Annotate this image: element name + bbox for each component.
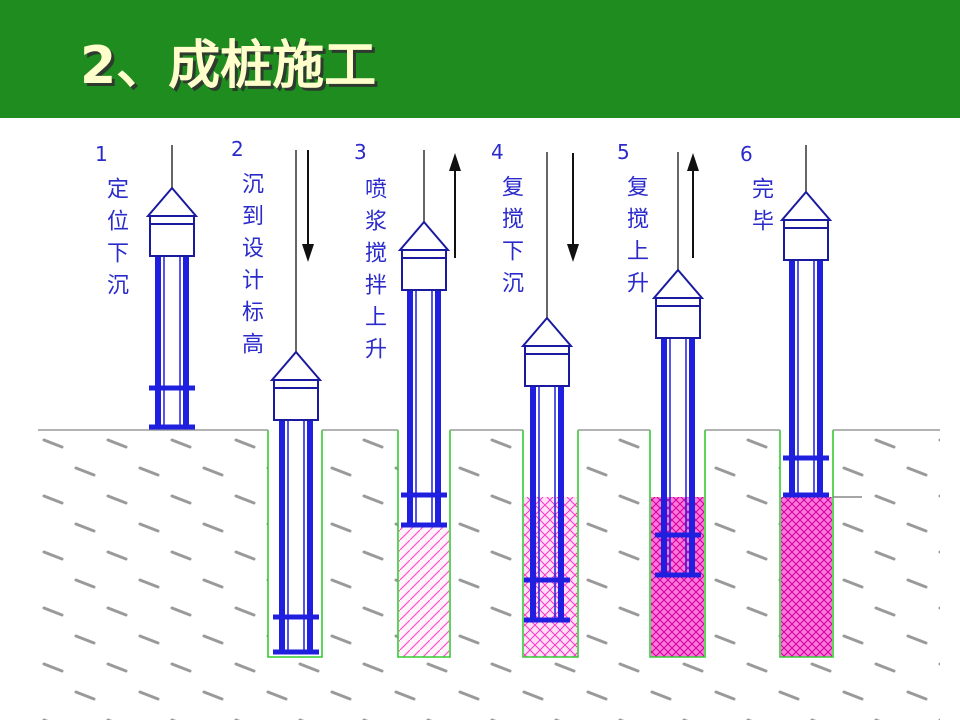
step-4-hole-outline xyxy=(522,430,579,658)
step-6-hole-outline xyxy=(779,430,834,658)
step-5-hole-outline xyxy=(649,430,706,658)
step-2-head-box xyxy=(273,379,319,421)
step-4-number: 4 xyxy=(491,140,504,164)
step-2-label: 沉到设计标高 xyxy=(238,172,263,364)
step-5-head-box xyxy=(655,297,701,339)
step-1-number: 1 xyxy=(95,142,108,166)
slide-title: 2、成桩施工 xyxy=(80,36,377,96)
step-5-up-arrow-icon xyxy=(687,153,699,258)
step-3-up-arrow-icon-head xyxy=(449,153,461,171)
step-2-down-arrow-icon-head xyxy=(302,244,314,262)
step-2-hole-outline xyxy=(267,430,323,658)
step-2-number: 2 xyxy=(231,137,244,161)
slide-header: 2、成桩施工 xyxy=(0,0,960,118)
step-3-number: 3 xyxy=(354,140,367,164)
step-4-head-box xyxy=(524,345,570,387)
step-3-mixer xyxy=(397,150,451,528)
step-3-up-arrow-icon xyxy=(449,153,461,258)
step-4-cone xyxy=(520,316,574,347)
step-2-down-arrow-icon xyxy=(302,150,314,262)
step-6-number: 6 xyxy=(740,142,753,166)
step-6-mixer xyxy=(779,145,833,498)
step-6-label: 完毕 xyxy=(748,177,773,241)
step-4-down-arrow-icon-head xyxy=(567,244,579,262)
step-6-cone xyxy=(779,190,833,221)
step-2-hole xyxy=(268,430,322,657)
step-3-cone xyxy=(397,220,451,251)
step-1-label: 定位下沉 xyxy=(103,177,128,305)
step-1-cone xyxy=(145,186,199,217)
step-2-cone xyxy=(269,350,323,381)
step-1-mixer xyxy=(145,145,199,430)
step-5-mixer xyxy=(651,152,705,578)
step-4-down-arrow-icon xyxy=(567,153,579,262)
step-4-mixer xyxy=(520,152,574,623)
step-5-cone xyxy=(651,268,705,299)
step-6-head-box xyxy=(783,219,829,261)
step-5-number: 5 xyxy=(617,140,630,164)
step-2-mixer xyxy=(269,150,323,655)
step-3-head-box xyxy=(401,249,447,291)
step-3-cement-grout xyxy=(399,527,449,657)
step-5-up-arrow-icon-head xyxy=(687,153,699,171)
step-3-hole-outline xyxy=(397,430,451,658)
step-3-label: 喷浆搅拌上升 xyxy=(361,177,386,369)
step-1-head-box xyxy=(149,215,195,257)
step-4-label: 复搅下沉 xyxy=(498,175,523,303)
step-6-cement-grout xyxy=(781,497,832,657)
step-5-label: 复搅上升 xyxy=(623,175,648,303)
